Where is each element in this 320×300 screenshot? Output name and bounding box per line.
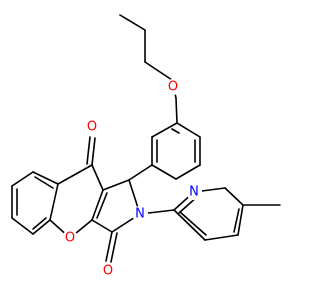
bond-layer: [11, 14, 281, 263]
bond: [119, 14, 146, 31]
bond: [91, 137, 96, 166]
bond: [11, 171, 34, 187]
bond: [204, 234, 239, 241]
bond: [173, 209, 206, 241]
bond: [175, 97, 178, 124]
amide-nitrogen-atom: N: [132, 206, 148, 222]
bond: [91, 164, 104, 191]
bond: [237, 204, 244, 236]
bond: [171, 128, 180, 134]
amide-nitrogen-label: N: [135, 207, 145, 222]
bond: [32, 217, 47, 230]
pyridine-nitrogen-atom: N: [186, 184, 202, 200]
lactam-oxygen-label: O: [103, 264, 113, 279]
ring-oxygen-label: O: [65, 231, 75, 246]
bond: [110, 232, 118, 263]
bond: [57, 164, 93, 185]
bond: [96, 192, 108, 219]
bond: [105, 231, 113, 262]
bond: [176, 122, 201, 138]
molecule-structure-diagram: O O O O N N: [11, 14, 281, 279]
pyridine-nitrogen-label: N: [189, 185, 199, 200]
bond: [151, 122, 178, 138]
ketone-oxygen-atom: O: [84, 119, 100, 135]
bond: [49, 183, 59, 221]
bond: [32, 171, 59, 185]
ring-oxygen-atom: O: [62, 230, 78, 246]
ketone-oxygen-label: O: [87, 120, 97, 135]
bond: [224, 187, 244, 206]
bond: [91, 189, 104, 221]
atom-label-layer: O O O O N N: [62, 79, 202, 279]
bond: [233, 208, 240, 233]
bond: [175, 164, 201, 180]
ether-oxygen-label: O: [168, 80, 178, 95]
bond: [91, 219, 113, 233]
bond: [102, 179, 130, 191]
bond: [86, 136, 91, 165]
bond: [34, 176, 54, 189]
bond: [128, 164, 153, 181]
bond: [32, 219, 51, 235]
bond: [144, 61, 173, 81]
lactam-oxygen-atom: O: [100, 263, 116, 279]
bond: [151, 164, 177, 180]
ether-oxygen-atom: O: [165, 79, 181, 95]
bond: [11, 217, 34, 235]
bond: [179, 211, 207, 236]
